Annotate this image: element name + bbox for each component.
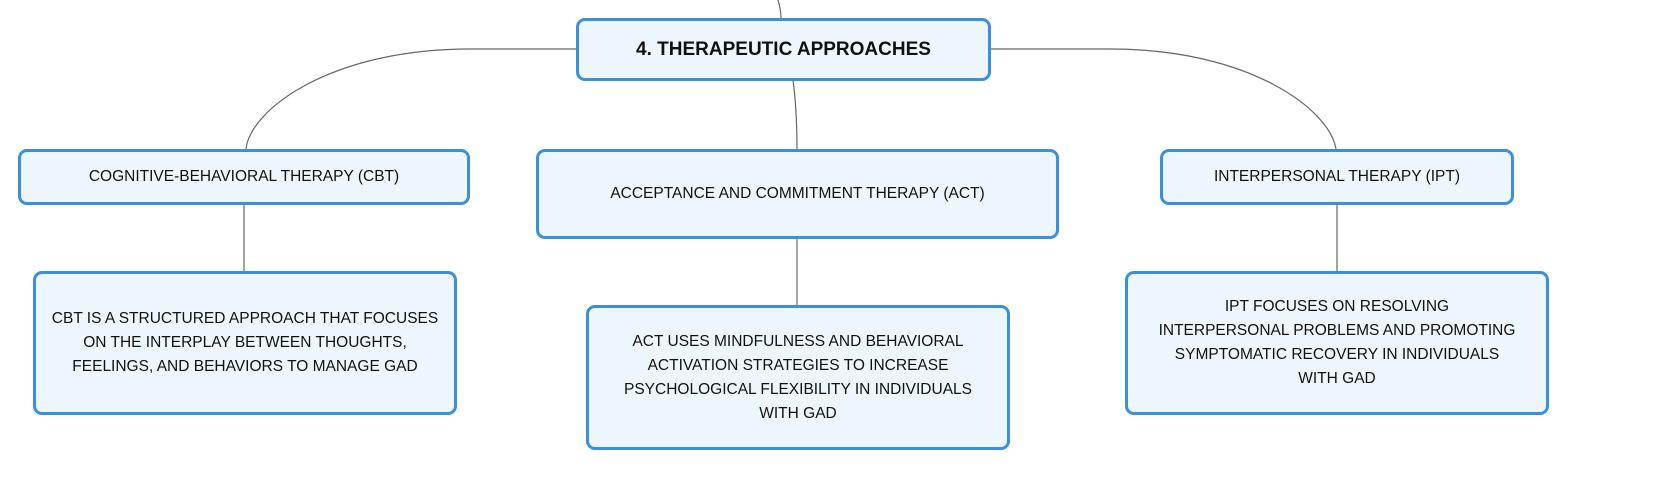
node-ipt-detail[interactable]: IPT FOCUSES ON RESOLVING INTERPERSONAL P…	[1125, 271, 1549, 415]
node-cbt-detail[interactable]: CBT IS A STRUCTURED APPROACH THAT FOCUSE…	[33, 271, 457, 415]
node-cbt[interactable]: COGNITIVE-BEHAVIORAL THERAPY (CBT)	[18, 149, 470, 205]
node-act[interactable]: ACCEPTANCE AND COMMITMENT THERAPY (ACT)	[536, 149, 1059, 239]
node-label: ACCEPTANCE AND COMMITMENT THERAPY (ACT)	[610, 185, 985, 202]
connector-parent	[777, 0, 782, 19]
root-label: 4. THERAPEUTIC APPROACHES	[636, 38, 931, 60]
node-detail: CBT IS A STRUCTURED APPROACH THAT FOCUSE…	[51, 310, 439, 375]
node-ipt[interactable]: INTERPERSONAL THERAPY (IPT)	[1160, 149, 1514, 205]
connector-root-cbt	[245, 48, 576, 150]
node-label: COGNITIVE-BEHAVIORAL THERAPY (CBT)	[88, 168, 400, 185]
connector-root-ipt	[990, 48, 1337, 150]
node-detail: IPT FOCUSES ON RESOLVING INTERPERSONAL P…	[1158, 298, 1516, 387]
node-act-detail[interactable]: ACT USES MINDFULNESS AND BEHAVIORAL ACTI…	[586, 305, 1010, 450]
root-node[interactable]: 4. THERAPEUTIC APPROACHES	[576, 18, 991, 81]
node-detail: ACT USES MINDFULNESS AND BEHAVIORAL ACTI…	[624, 332, 972, 422]
node-label: INTERPERSONAL THERAPY (IPT)	[1213, 168, 1461, 185]
connector-root-act	[792, 79, 798, 150]
